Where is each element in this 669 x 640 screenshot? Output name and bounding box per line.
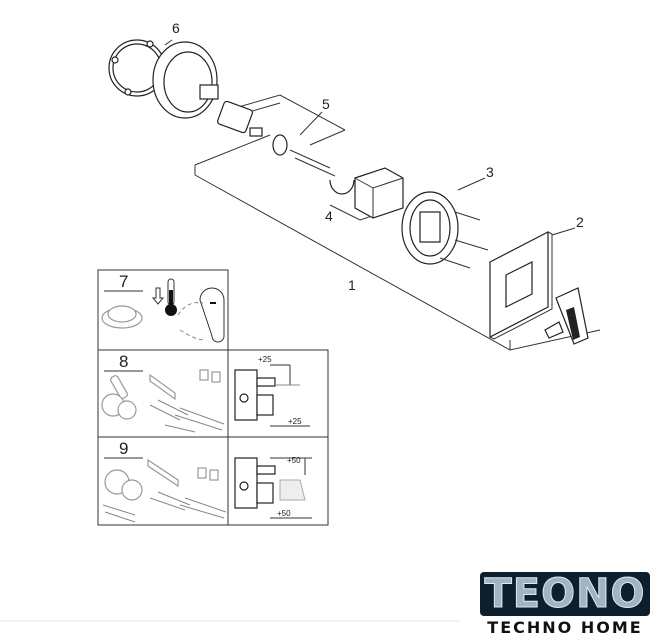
panel-9-dim-bottom: +50 (277, 509, 291, 518)
panel-8-label: 8 (119, 352, 128, 371)
logo-tagline: TECHNO HOME (487, 618, 643, 637)
dimension-drawing-8 (234, 364, 310, 427)
panel-7-label: 7 (119, 272, 128, 291)
lever-rotation-icon (177, 287, 225, 343)
part-5-ring (272, 111, 336, 177)
callout-6: 6 (172, 20, 180, 36)
panel-9 (97, 436, 329, 526)
teono-logo: TEONO TECHNO HOME (470, 572, 660, 637)
callout-3: 3 (486, 164, 494, 180)
callout-4: 4 (325, 208, 333, 224)
panel-8-dim-top: +25 (258, 355, 272, 364)
logo-wordmark: TEONO (480, 572, 650, 617)
callout-5: 5 (322, 96, 330, 112)
part-lever (544, 287, 589, 345)
part-2-coverplate (489, 227, 576, 340)
part-4-sleeve (329, 167, 404, 219)
part-3-plate (401, 177, 489, 269)
extension-kit-8-parts (101, 369, 225, 433)
dimension-drawing-9 (234, 457, 312, 519)
extension-kit-9-parts (102, 458, 227, 523)
part-6-body (108, 39, 219, 119)
panel-9-label: 9 (119, 439, 128, 458)
part-cartridge (217, 100, 263, 137)
panel-8-dim-bottom: +25 (288, 417, 302, 426)
callout-1: 1 (348, 277, 356, 293)
callout-2: 2 (576, 214, 584, 230)
thermometer-icon (151, 278, 177, 316)
panel-9-dim-top: +50 (287, 456, 301, 465)
